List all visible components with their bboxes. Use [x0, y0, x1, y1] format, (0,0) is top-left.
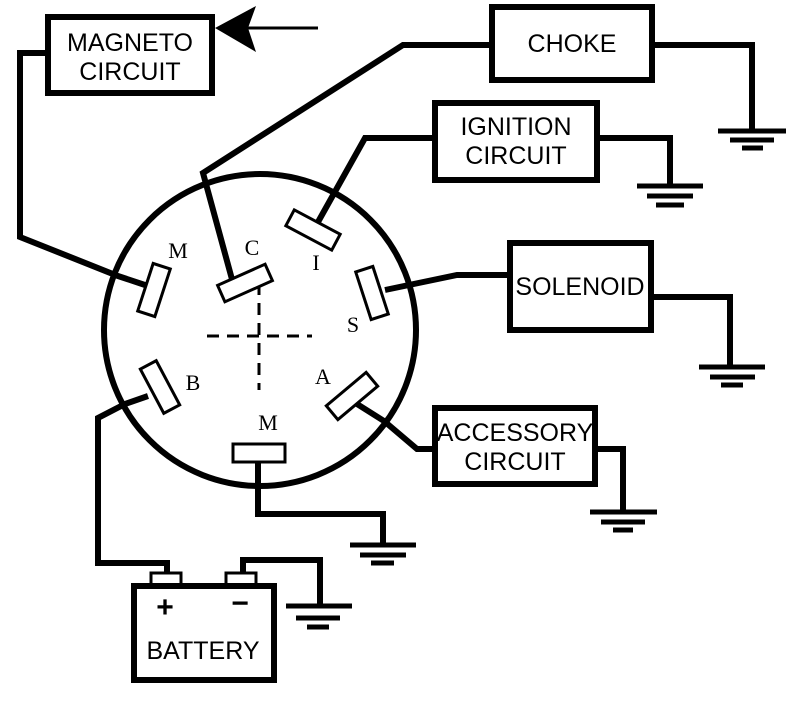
terminal-label-c: C — [245, 235, 260, 260]
wire-accessory-ground — [595, 446, 626, 512]
m-terminal-ground-icon — [350, 542, 416, 566]
accessory-label-line2: CIRCUIT — [464, 448, 565, 476]
arrow-left-icon — [215, 6, 256, 52]
terminal-label-i: I — [312, 250, 319, 275]
accessory-circuit-box — [432, 405, 598, 487]
terminal-label-m-bottom: M — [258, 410, 278, 435]
magneto-circuit-box — [45, 14, 215, 96]
terminal-label-b: B — [186, 370, 201, 395]
ignition-circuit-box — [432, 100, 600, 183]
terminal-a — [324, 370, 380, 422]
battery-negative-symbol: − — [231, 587, 249, 620]
solenoid-ground-icon — [699, 364, 765, 388]
solenoid-label: SOLENOID — [515, 273, 644, 301]
battery-label: BATTERY — [147, 637, 260, 665]
choke-ground-icon — [718, 128, 786, 151]
solenoid-box — [507, 240, 654, 333]
terminal-label-a: A — [315, 364, 331, 389]
wire-battery-negative — [240, 557, 323, 606]
terminal-m-bottom — [231, 442, 287, 464]
ignition-ground-icon — [637, 183, 703, 208]
terminal-s — [353, 264, 391, 322]
wire-choke — [199, 42, 492, 284]
accessory-label-line1: ACCESSORY — [437, 419, 594, 447]
ignition-label-line1: IGNITION — [460, 113, 571, 141]
accessory-ground-icon — [590, 509, 657, 533]
battery: + − BATTERY — [131, 571, 277, 683]
magneto-label-line1: MAGNETO — [67, 29, 193, 57]
battery-positive-symbol: + — [156, 591, 174, 624]
choke-box — [489, 4, 655, 83]
terminal-c — [215, 262, 275, 304]
terminal-label-m-top: M — [168, 238, 188, 263]
wire-m-ground — [255, 463, 386, 545]
magneto-label-line2: CIRCUIT — [79, 58, 180, 86]
wire-magneto — [17, 50, 146, 288]
wire-ignition-ground — [597, 135, 673, 186]
terminal-i — [283, 207, 343, 253]
wire-battery-positive — [95, 393, 170, 576]
battery-box — [131, 583, 277, 683]
terminal-m-top — [135, 261, 173, 319]
wire-ignition — [315, 135, 435, 224]
wire-solenoid-ground — [651, 294, 733, 367]
ignition-label-line2: CIRCUIT — [465, 142, 566, 170]
wire-solenoid — [384, 272, 510, 293]
battery-ground-icon — [286, 603, 352, 630]
terminal-b — [138, 358, 182, 416]
wire-choke-ground — [652, 42, 755, 131]
terminal-label-s: S — [347, 312, 359, 337]
wire-accessory — [355, 401, 435, 452]
choke-label: CHOKE — [528, 30, 617, 58]
